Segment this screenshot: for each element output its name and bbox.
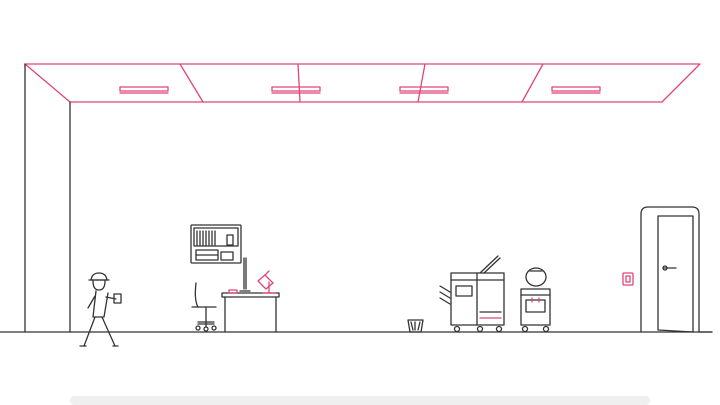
ceiling-grid — [24, 63, 701, 103]
ceiling-divider — [179, 63, 204, 103]
wall-switch-icon — [622, 272, 634, 286]
left-wall — [24, 63, 71, 333]
printer-copier-icon — [439, 255, 505, 333]
floor-shadow — [70, 396, 650, 405]
door-icon — [640, 206, 713, 333]
ceiling-divider — [417, 63, 426, 103]
ceiling-light-icon — [271, 86, 321, 94]
water-cooler-icon — [520, 267, 551, 333]
bookshelf-icon — [190, 224, 242, 264]
ceiling-light-icon — [119, 86, 169, 94]
desk-icon — [221, 292, 280, 333]
office-chair-icon — [191, 282, 217, 332]
computer-monitor-icon — [228, 257, 251, 294]
ceiling-divider — [521, 63, 544, 103]
wastebasket-icon — [407, 319, 424, 333]
ceiling-outline — [24, 63, 701, 103]
desk-lamp-icon — [257, 270, 276, 294]
ceiling-light-icon — [399, 86, 449, 94]
ceiling-light-icon — [551, 86, 601, 94]
walking-worker-icon — [79, 272, 122, 347]
ceiling-divider — [297, 63, 301, 103]
